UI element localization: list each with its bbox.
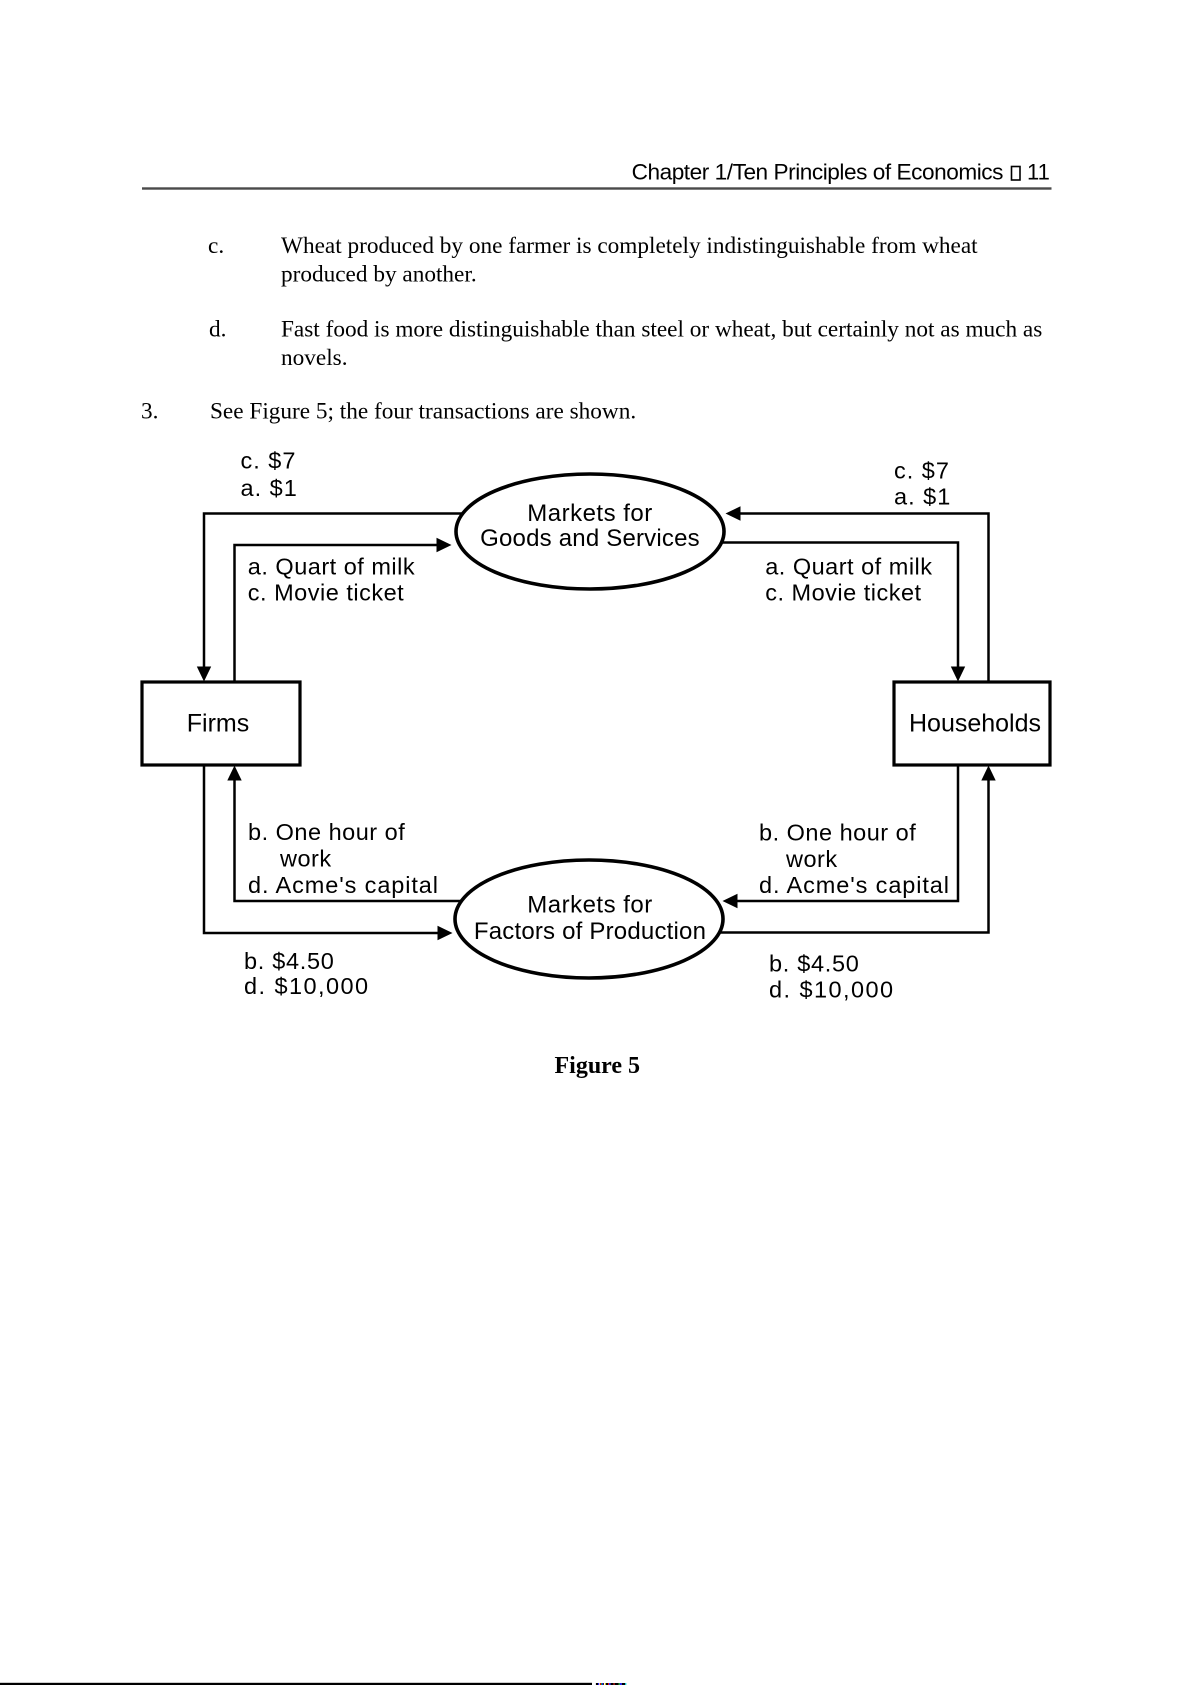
svg-text:Firms: Firms [187, 709, 249, 737]
svg-text:a. $1: a. $1 [241, 475, 298, 501]
svg-text:c. Movie ticket: c. Movie ticket [248, 580, 404, 606]
svg-text:Chapter 1/Ten Principles of Ec: Chapter 1/Ten Principles of Economics [632, 160, 1004, 185]
svg-text:b. $4.50: b. $4.50 [769, 951, 860, 977]
svg-text:Markets for: Markets for [527, 891, 653, 918]
svg-text:d. Acme's capital: d. Acme's capital [248, 872, 439, 898]
svg-text:Factors of Production: Factors of Production [474, 918, 706, 945]
svg-text:novels.: novels. [281, 345, 348, 371]
svg-text:d.: d. [209, 317, 226, 343]
svg-text:work: work [785, 846, 838, 872]
svg-text:c. $7: c. $7 [241, 448, 297, 474]
svg-text:Households: Households [909, 710, 1041, 738]
svg-text:b. $4.50: b. $4.50 [244, 948, 335, 974]
svg-text:a. Quart of milk: a. Quart of milk [765, 554, 932, 580]
svg-text:b. One hour of: b. One hour of [759, 820, 916, 846]
svg-text:3.: 3. [141, 399, 158, 425]
svg-text:work: work [279, 846, 332, 872]
svg-text:b. One hour of: b. One hour of [248, 819, 405, 845]
svg-text:c. $7: c. $7 [894, 457, 950, 483]
svg-text:Wheat produced by one farmer i: Wheat produced by one farmer is complete… [281, 233, 978, 259]
svg-text:Fast food is more distinguisha: Fast food is more distinguishable than s… [281, 317, 1042, 343]
svg-text:d. $10,000: d. $10,000 [244, 973, 370, 999]
svg-text:Goods and Services: Goods and Services [480, 525, 700, 552]
svg-text:Markets for: Markets for [527, 500, 653, 527]
svg-text:produced by another.: produced by another. [281, 261, 477, 287]
svg-text:a. $1: a. $1 [894, 484, 951, 510]
svg-text:d. $10,000: d. $10,000 [769, 977, 895, 1003]
svg-text:a. Quart of milk: a. Quart of milk [248, 554, 415, 580]
svg-text:c. Movie ticket: c. Movie ticket [765, 580, 921, 606]
svg-text:Figure 5: Figure 5 [555, 1053, 641, 1079]
svg-text:11: 11 [1027, 160, 1050, 185]
svg-text:c.: c. [208, 233, 224, 259]
svg-text:See Figure 5; the four transac: See Figure 5; the four transactions are … [210, 399, 636, 425]
svg-text:d. Acme's capital: d. Acme's capital [759, 872, 950, 898]
